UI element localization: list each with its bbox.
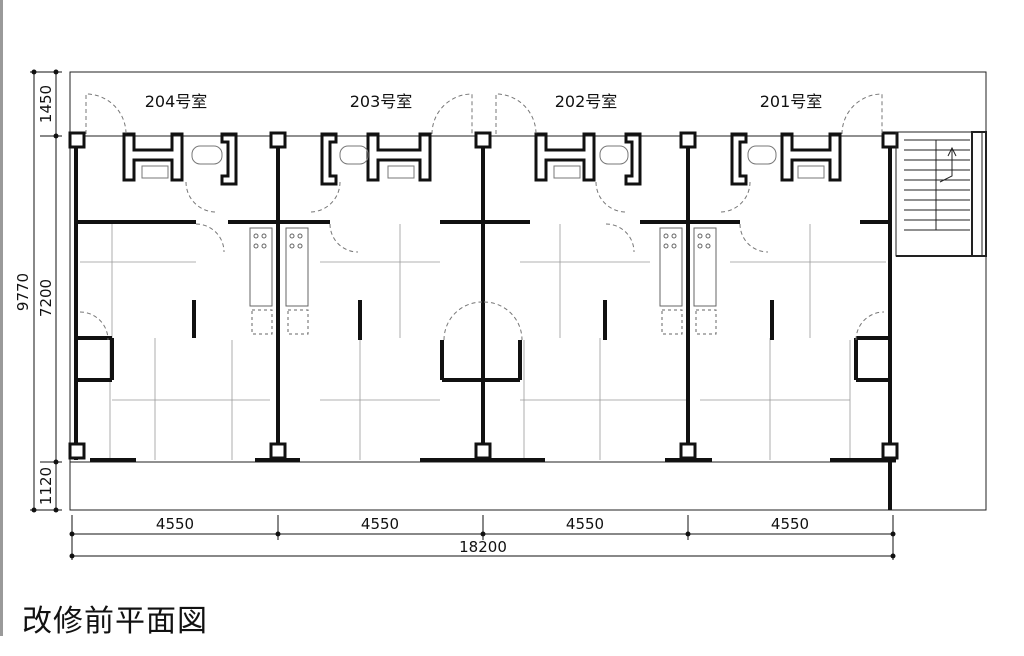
staircase <box>895 131 987 257</box>
dim-balcony-depth: 1120 <box>37 467 55 505</box>
structural-walls <box>74 140 896 510</box>
dim-unit-4: 4550 <box>771 515 809 533</box>
dim-corridor-depth: 1450 <box>37 85 55 123</box>
dim-unit-3: 4550 <box>566 515 604 533</box>
wet-area-units <box>122 132 842 186</box>
room-label-203: 203号室 <box>350 92 413 111</box>
drawing-caption: 改修前平面図 <box>22 604 208 639</box>
kitchen-counters <box>249 227 717 335</box>
dim-total-depth: 9770 <box>14 273 32 311</box>
floor-plan: 204号室 203号室 202号室 201号室 4550 4550 4550 4… <box>14 69 987 560</box>
room-label-201: 201号室 <box>760 92 823 111</box>
dim-total-width: 18200 <box>459 538 507 556</box>
corridor-outline <box>69 71 987 511</box>
page-edge-line <box>0 0 3 636</box>
dim-room-depth: 7200 <box>37 279 55 317</box>
bathtubs <box>141 145 825 179</box>
door-swings <box>79 93 885 341</box>
dimension-dots <box>31 69 896 559</box>
interior-grid <box>80 224 886 460</box>
dimension-lines <box>30 71 894 560</box>
dim-unit-2: 4550 <box>361 515 399 533</box>
dim-unit-1: 4550 <box>156 515 194 533</box>
room-label-204: 204号室 <box>145 92 208 111</box>
columns <box>68 131 899 460</box>
room-label-202: 202号室 <box>555 92 618 111</box>
